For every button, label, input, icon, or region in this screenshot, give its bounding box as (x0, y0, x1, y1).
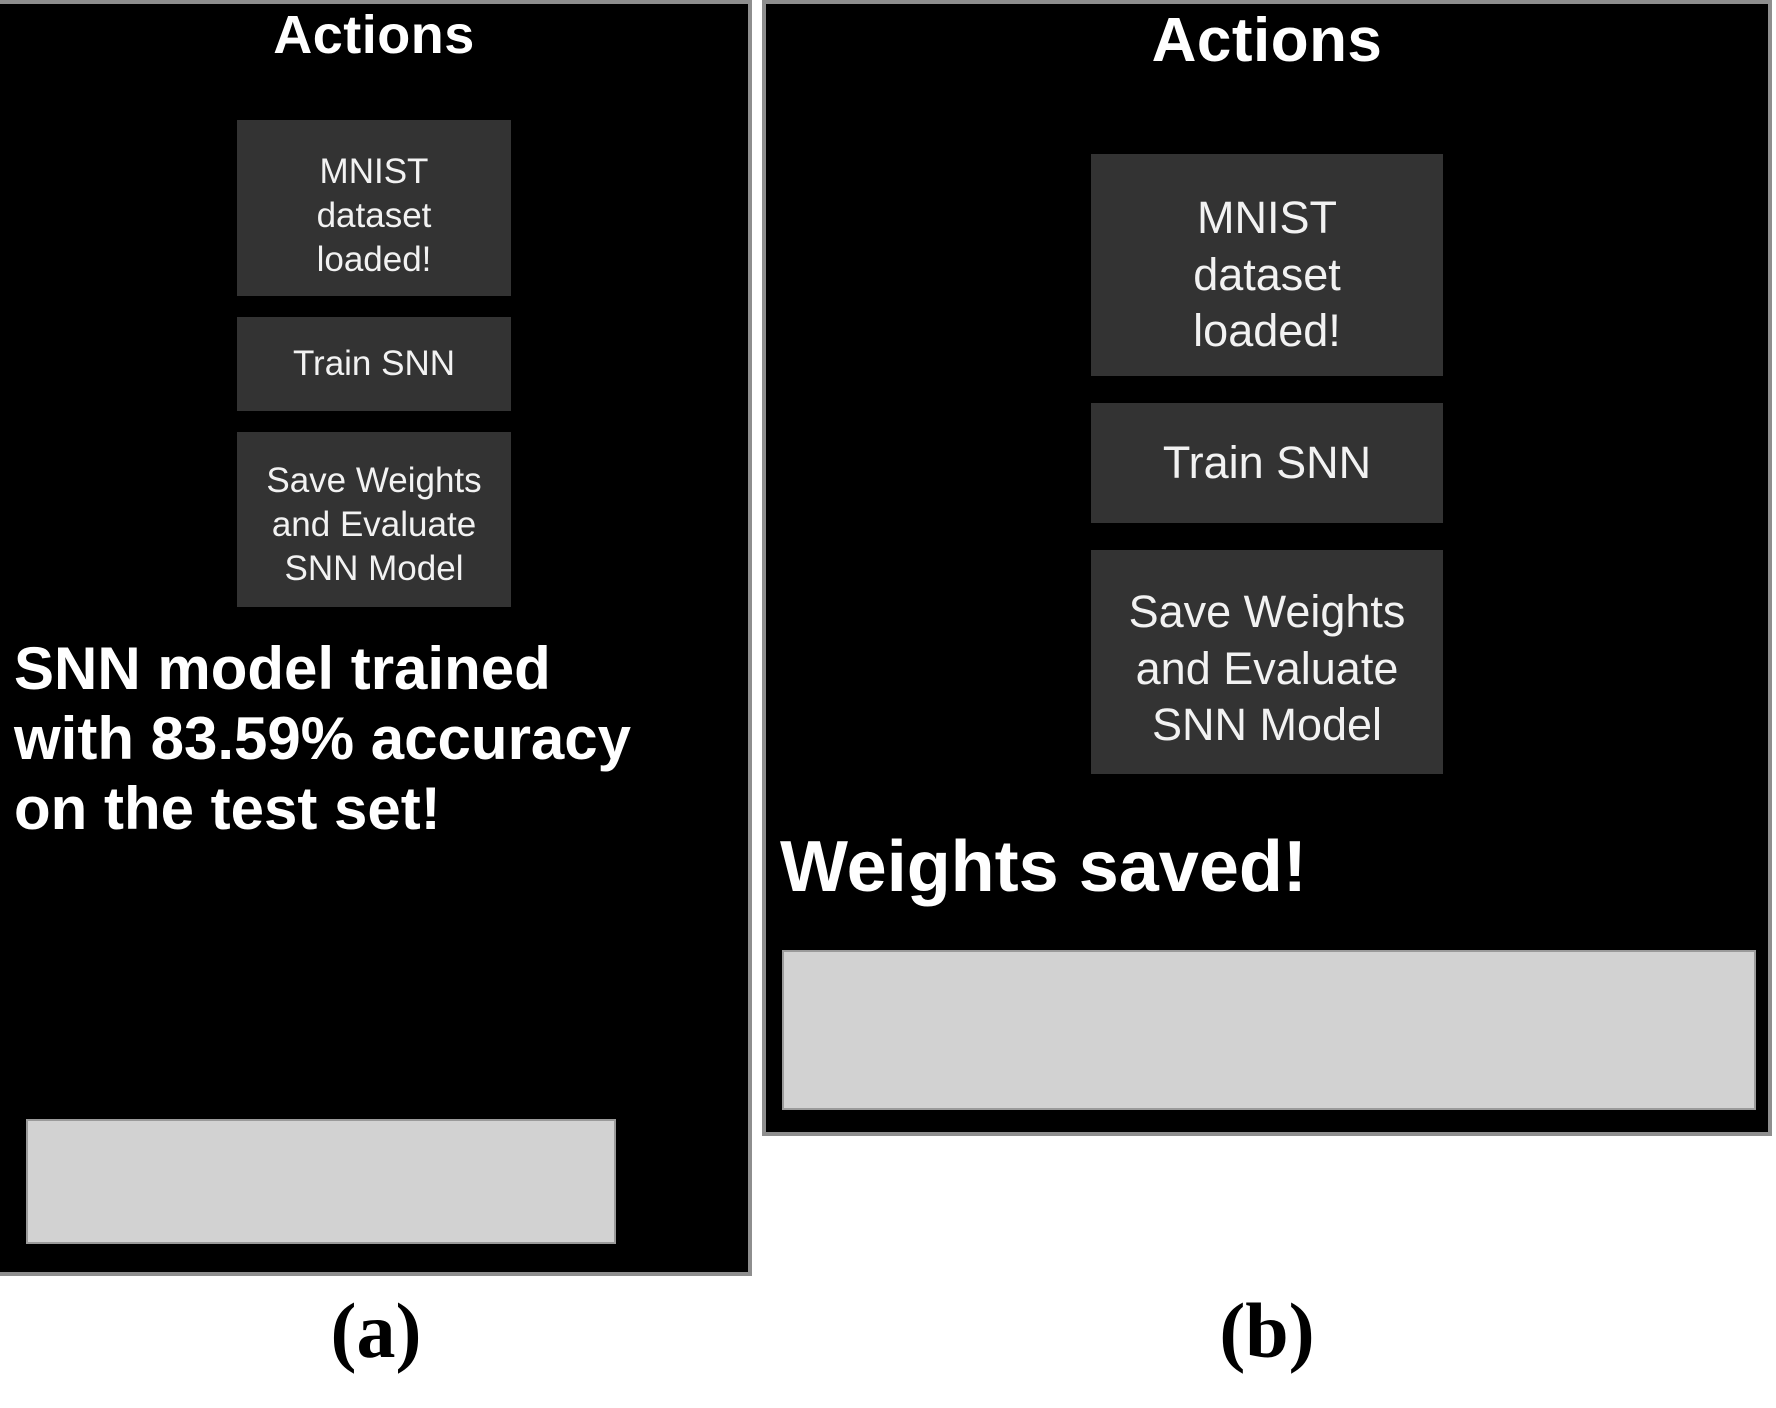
load-mnist-dataset-button[interactable]: MNIST dataset loaded! (1091, 154, 1443, 376)
output-text-field[interactable] (26, 1119, 616, 1244)
status-message: Weights saved! (780, 827, 1307, 907)
save-weights-and-evaluate-button[interactable]: Save Weights and Evaluate SNN Model (237, 432, 511, 607)
page-title: Actions (1151, 6, 1383, 75)
app-panel-a: Actions MNIST dataset loaded! Train SNN … (0, 0, 752, 1276)
save-weights-and-evaluate-button[interactable]: Save Weights and Evaluate SNN Model (1091, 550, 1443, 774)
train-snn-button[interactable]: Train SNN (237, 317, 511, 411)
train-snn-button[interactable]: Train SNN (1091, 403, 1443, 523)
page-title: Actions (273, 5, 475, 65)
subfigure-caption-a: (a) (330, 1287, 422, 1374)
status-message: SNN model trained with 83.59% accuracy o… (14, 635, 632, 843)
app-panel-b: Actions MNIST dataset loaded! Train SNN … (762, 0, 1772, 1136)
load-mnist-dataset-button[interactable]: MNIST dataset loaded! (237, 120, 511, 296)
output-text-field[interactable] (782, 950, 1756, 1110)
action-button-group-b: MNIST dataset loaded! Train SNN Save Wei… (766, 154, 1768, 801)
subfigure-caption-b: (b) (1219, 1287, 1315, 1374)
action-button-group-a: MNIST dataset loaded! Train SNN Save Wei… (0, 120, 748, 628)
